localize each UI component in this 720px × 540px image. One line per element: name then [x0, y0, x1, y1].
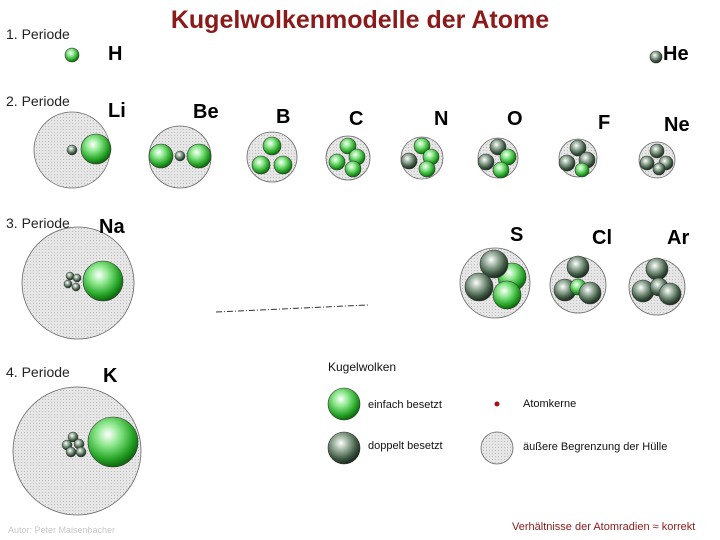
symbol-ar: Ar — [667, 227, 690, 249]
symbol-be: Be — [193, 101, 219, 123]
cloud-double — [569, 139, 587, 157]
symbol-he: He — [663, 43, 689, 65]
cloud-double — [658, 282, 682, 306]
atom-n — [400, 136, 444, 180]
atom-li — [33, 111, 112, 189]
atom-c — [325, 135, 371, 181]
cloud-single — [80, 133, 112, 165]
cloud-double — [71, 282, 81, 292]
cloud-single — [339, 137, 357, 155]
period-gap-line — [215, 304, 369, 313]
period-label-1: 1. Periode — [6, 26, 70, 42]
atom-be — [148, 125, 212, 189]
atom-s — [459, 247, 531, 319]
symbol-c: C — [349, 108, 364, 130]
cloud-double — [652, 162, 666, 176]
period-label-3: 3. Periode — [6, 215, 70, 231]
cloud-single — [344, 160, 362, 178]
cloud-single — [82, 260, 124, 302]
symbol-s: S — [510, 224, 524, 246]
cloud-single — [418, 160, 436, 178]
symbol-n: N — [434, 108, 449, 130]
cloud-double — [558, 154, 576, 172]
legend-boundary-icon — [480, 431, 514, 465]
atom-b — [246, 131, 298, 183]
cloud-double — [477, 153, 495, 171]
legend-single-icon — [327, 387, 361, 421]
ratio-note: Verhältnisse der Atomradien ≈ korrekt — [512, 521, 696, 533]
cloud-single — [87, 416, 139, 468]
cloud-double — [63, 279, 73, 289]
cloud-double — [66, 144, 78, 156]
cloud-single — [574, 162, 590, 178]
shell-boundary — [21, 226, 135, 340]
symbol-cl: Cl — [592, 227, 612, 249]
symbol-li: Li — [108, 100, 126, 122]
symbol-o: O — [507, 108, 523, 130]
atom-he — [649, 50, 663, 64]
cloud-single — [492, 280, 522, 310]
cloud-single — [499, 148, 517, 166]
atom-ar — [628, 257, 686, 316]
legend-nucleus-label: Atomkerne — [523, 398, 577, 410]
cloud-single — [273, 155, 293, 175]
cloud-double — [400, 152, 418, 170]
cloud-double — [639, 155, 655, 171]
cloud-double — [649, 143, 665, 159]
cloud-double — [174, 150, 186, 162]
atom-na — [21, 226, 135, 340]
cloud-double — [479, 249, 509, 279]
atom-o — [477, 137, 519, 179]
symbol-k: K — [103, 365, 118, 387]
legend-double-label: doppelt besetzt — [368, 440, 443, 452]
atom-ne — [638, 141, 676, 179]
cloud-double — [67, 431, 79, 443]
atom-f — [558, 138, 598, 178]
period-label-2: 2. Periode — [6, 93, 70, 109]
symbol-na: Na — [99, 216, 125, 238]
legend-nucleus-icon — [494, 401, 500, 407]
page-title: Kugelwolkenmodelle der Atome — [170, 6, 550, 34]
cloud-single — [328, 153, 346, 171]
cloud-double — [65, 446, 77, 458]
atom-cl — [549, 255, 607, 314]
cloud-single — [492, 161, 510, 179]
author-credit: Autor: Peter Maisenbacher — [8, 525, 116, 535]
legend-title: Kugelwolken — [328, 360, 397, 374]
cloud-single — [148, 143, 174, 169]
legend-boundary-label: äußere Begrenzung der Hülle — [523, 441, 668, 453]
atom-h — [64, 47, 80, 63]
atom-k — [12, 386, 142, 516]
symbol-ne: Ne — [664, 114, 690, 136]
cloud-double — [489, 138, 507, 156]
period-label-4: 4. Periode — [6, 364, 70, 380]
cloud-double — [65, 271, 75, 281]
cloud-single — [251, 155, 271, 175]
cloud-double — [645, 257, 669, 281]
symbol-b: B — [276, 106, 291, 128]
cloud-double — [464, 272, 494, 302]
cloud-double — [578, 281, 602, 305]
cloud-double — [72, 273, 82, 283]
legend-double-icon — [327, 431, 361, 465]
symbol-f: F — [598, 112, 611, 134]
cloud-single — [186, 143, 212, 169]
symbol-h: H — [108, 43, 123, 65]
cloud-single — [64, 47, 80, 63]
legend-single-label: einfach besetzt — [368, 399, 442, 411]
cloud-single — [262, 136, 282, 156]
cloud-double — [75, 446, 87, 458]
cloud-double — [566, 255, 590, 279]
cloud-single — [413, 137, 431, 155]
cloud-double — [649, 50, 663, 64]
